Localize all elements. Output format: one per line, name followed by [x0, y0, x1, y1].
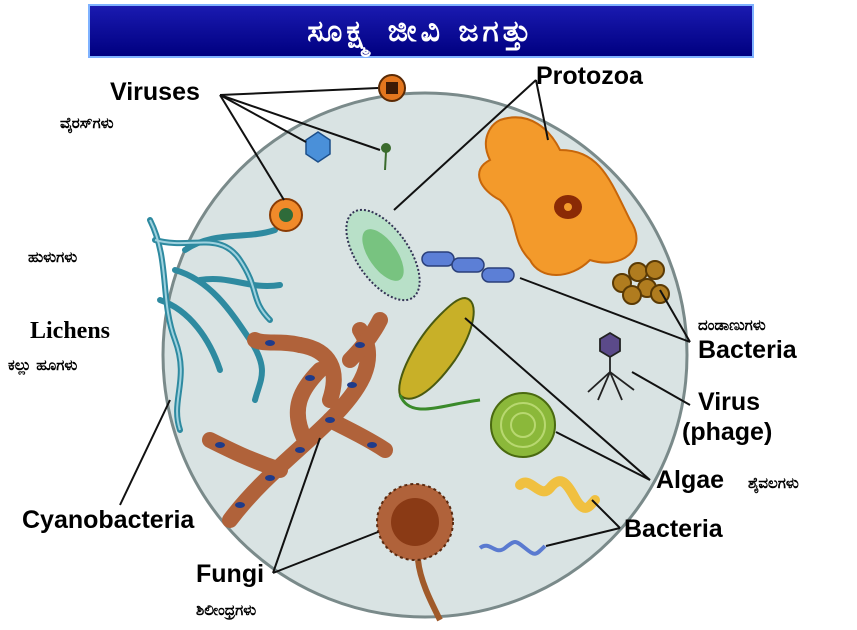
label-fungi: Fungi [196, 560, 264, 589]
label-bacteria-top: Bacteria [698, 336, 797, 365]
label-algae: Algae [656, 466, 724, 495]
label-cyanobacteria: Cyanobacteria [22, 506, 194, 535]
label-virus-phage-line2: (phage) [682, 418, 772, 447]
label-bacteria-kannada: ದಂಡಾಣುಗಳು [698, 316, 766, 334]
label-viruses-kannada: ವೈರಸ್‌ಗಳು [60, 114, 114, 132]
algae-sphere-illustration [491, 393, 555, 457]
label-protozoa: Protozoa [536, 62, 643, 91]
label-algae-kannada: ಶೈವಲಗಳು [748, 474, 799, 492]
label-lichens: Lichens [30, 318, 110, 345]
label-viruses: Viruses [110, 78, 200, 107]
label-virus-phage-line1: Virus [698, 388, 760, 417]
label-fungi-kannada: ಶಿಲೀಂಧ್ರಗಳು [196, 601, 256, 619]
label-lichens-kannada: ಕಲ್ಲು ಹೂಗಳು [8, 356, 77, 374]
label-bacteria-bottom: Bacteria [624, 515, 723, 544]
label-worms-kannada: ಹುಳುಗಳು [28, 248, 77, 266]
